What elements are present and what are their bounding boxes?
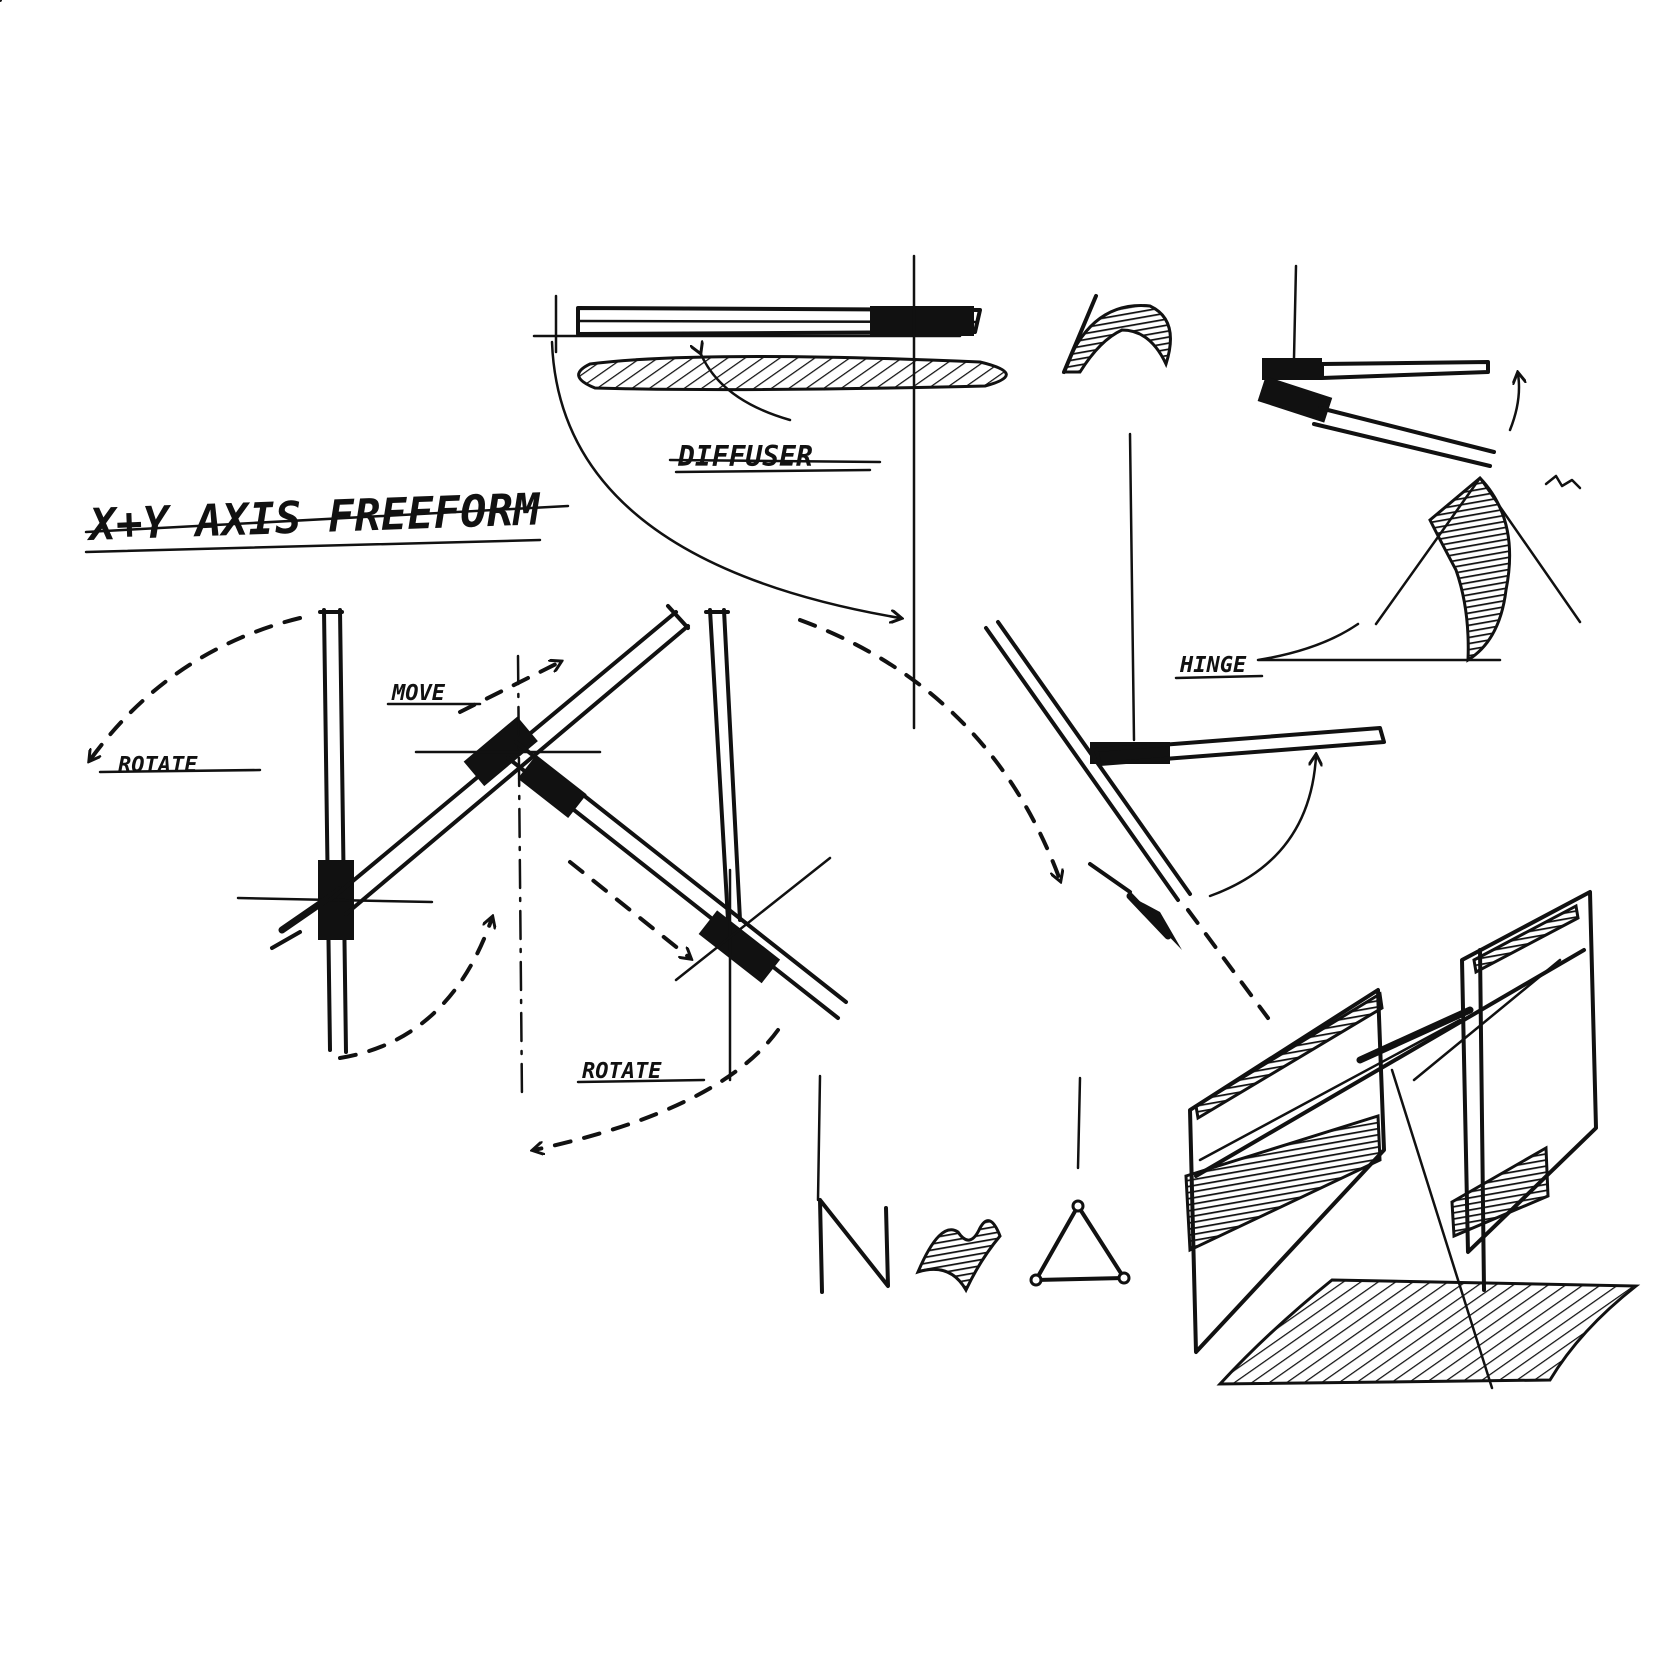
line-diagrams: [816, 1074, 1131, 1294]
hinge-sketch: HINGE: [1174, 264, 1582, 680]
swing-arc: [550, 340, 900, 618]
hinge-label: HINGE: [1179, 653, 1247, 678]
rotate-label-bottom: ROTATE: [582, 1059, 662, 1084]
diffuser-sketch: DIFFUSER: [532, 254, 1008, 730]
title-annotation: X+Y AXIS FREEFORM: [85, 484, 570, 554]
tilt-sketch: [798, 432, 1386, 1020]
rotate-label-left: ROTATE: [118, 753, 198, 778]
wing-icon: [1061, 304, 1172, 374]
diffuser-label: DIFFUSER: [677, 440, 813, 473]
move-label: MOVE: [391, 681, 446, 706]
perspective-sketch: [1184, 890, 1641, 1390]
freeform-assembly: ROTATE MOVE: [0, 0, 848, 1150]
